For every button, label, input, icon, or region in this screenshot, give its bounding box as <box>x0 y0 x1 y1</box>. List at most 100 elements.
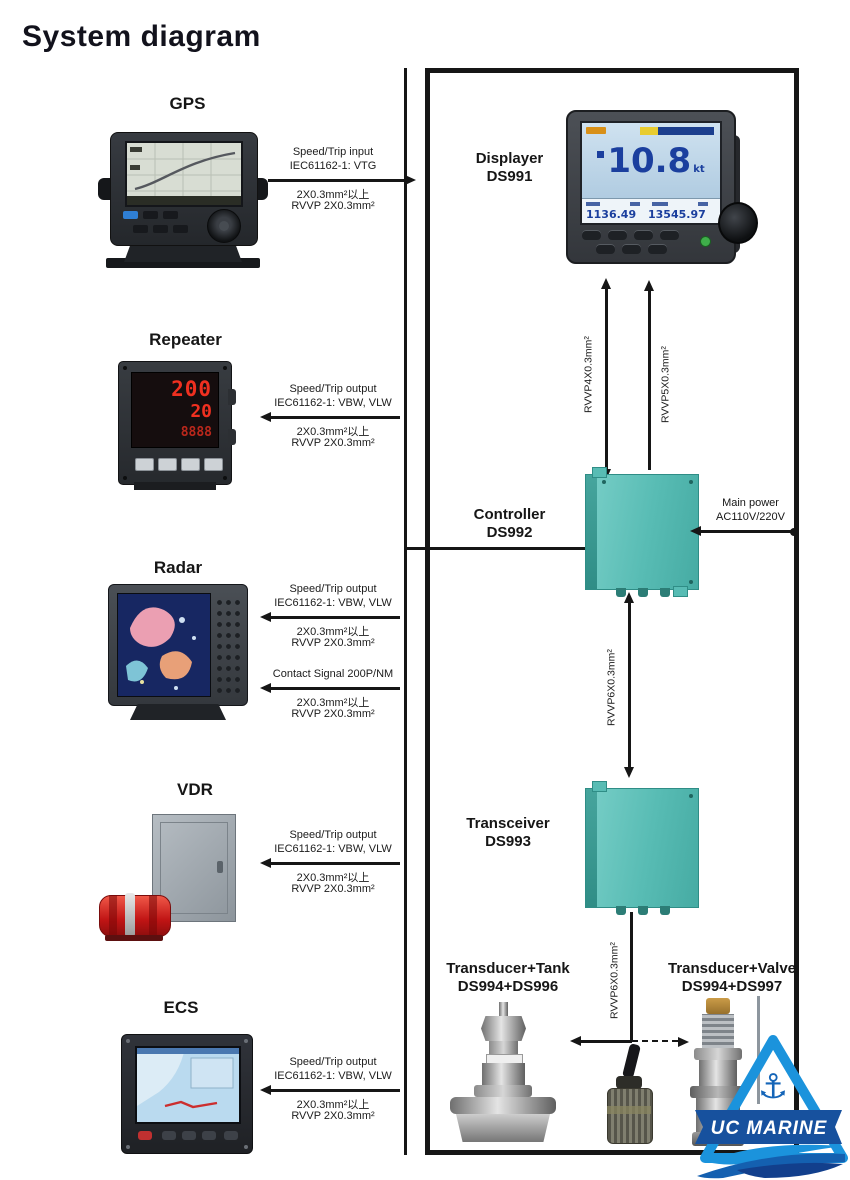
ecs-button <box>162 1131 176 1140</box>
radar-speed-connection: Speed/Trip output IEC61162-1: VBW, VLW 2… <box>260 583 404 653</box>
connection-spec: 2X0.3mm²以上 <box>296 426 370 438</box>
connection-spec: RVVP 2X0.3mm² <box>291 437 375 449</box>
gps-button <box>133 225 148 233</box>
cable-rvvp6-label: RVVP6X0.3mm² <box>605 649 618 726</box>
repeater-button <box>204 458 223 471</box>
connection-spec: 2X0.3mm²以上 <box>296 1099 370 1111</box>
repeater-led-display: 200 20 8888 <box>131 372 219 448</box>
connection-text: IEC61162-1: VBW, VLW <box>274 397 392 409</box>
speed-value: 10.8 <box>607 141 692 181</box>
radar-speed-arrow <box>260 611 400 622</box>
signal-bus-line <box>404 68 407 1155</box>
main-power-line <box>690 525 794 536</box>
cable-rvvp6-lower-label: RVVP6X0.3mm² <box>608 942 621 1020</box>
displayer-label: Displayer DS991 <box>475 150 544 185</box>
transducer-valve-label: Transducer+Valve DS994+DS997 <box>668 960 796 995</box>
ecs-arrow <box>260 1084 400 1095</box>
displayer-odometer-strip: 1136.49 13545.97 <box>582 198 720 223</box>
gps-button <box>173 225 188 233</box>
logo-hull <box>737 1162 843 1178</box>
logo-text: UC MARINE <box>711 1118 828 1139</box>
radar-contact-arrow <box>260 682 400 693</box>
gps-dpad <box>207 209 241 243</box>
ecs-connection: Speed/Trip output IEC61162-1: VBW, VLW 2… <box>260 1056 404 1126</box>
displayer-bar-navy <box>658 127 714 135</box>
vdr-arrow <box>260 857 400 868</box>
gps-track-plot <box>127 143 241 205</box>
main-power-label: Main power AC110V/220V <box>716 497 785 523</box>
displayer-button <box>596 244 615 254</box>
connection-text: Contact Signal 200P/NM <box>272 668 394 680</box>
transducer-tank-label: Transducer+Tank DS994+DS996 <box>446 960 570 995</box>
system-boundary-box <box>425 68 799 1155</box>
arrowhead-right-icon <box>405 174 416 185</box>
gps-screen <box>125 141 243 207</box>
ecs-label: ECS <box>163 998 199 1017</box>
displayer-knob <box>718 202 758 244</box>
displayer-button <box>660 230 679 240</box>
repeater-connection: Speed/Trip output IEC61162-1: VBW, VLW 2… <box>260 383 404 453</box>
connection-spec: RVVP 2X0.3mm² <box>291 883 375 895</box>
arrowhead-up-icon <box>623 592 634 603</box>
repeater-foot <box>134 482 216 490</box>
radar-bracket <box>130 704 226 720</box>
connection-text: IEC61162-1: VBW, VLW <box>274 597 392 609</box>
ecs-button <box>138 1131 152 1140</box>
cable-rvvp5-arrow <box>643 280 654 470</box>
displayer-button <box>648 244 667 254</box>
vdr-connection: Speed/Trip output IEC61162-1: VBW, VLW 2… <box>260 829 404 899</box>
connection-text: IEC61162-1: VBW, VLW <box>274 1070 392 1082</box>
ecs-device-image <box>121 1034 253 1154</box>
connection-spec: RVVP 2X0.3mm² <box>291 200 375 212</box>
valve-rod <box>757 996 760 1104</box>
arrowhead-left-icon <box>260 411 271 422</box>
vdr-door <box>160 822 228 914</box>
repeater-label: Repeater <box>149 330 222 349</box>
repeater-value-3: 8888 <box>180 425 212 440</box>
controller-device-image <box>585 467 699 597</box>
speed-unit: kt <box>693 164 705 175</box>
vdr-capsule <box>95 893 173 941</box>
anchor-icon: ⚓ <box>758 1067 788 1107</box>
cable-rvvp6-lower-line <box>630 912 633 1042</box>
transceiver-label: Transceiver DS993 <box>466 815 550 850</box>
radar-device-image <box>108 584 248 726</box>
ecs-button <box>224 1131 238 1140</box>
cable-rvvp6-arrow <box>623 592 634 778</box>
bus-to-controller-line <box>406 547 586 550</box>
arrowhead-right-icon <box>678 1037 689 1047</box>
uc-marine-logo: ⚓ UC MARINE <box>693 1032 850 1180</box>
cable-gland <box>638 906 648 915</box>
transceiver-device-image <box>585 781 699 915</box>
gps-button <box>123 211 138 219</box>
gps-bracket-base <box>106 258 260 268</box>
cable-gland <box>660 588 670 597</box>
page-title: System diagram <box>22 20 261 53</box>
cable-gland <box>616 588 626 597</box>
connection-text: Speed/Trip input <box>292 146 374 158</box>
vdr-label: VDR <box>177 780 213 799</box>
repeater-speed-value: 200 <box>171 377 212 401</box>
cable-gland <box>616 906 626 915</box>
cable-rvvp5-label: RVVP5X0.3mm² <box>659 346 672 424</box>
probe-cable <box>622 1043 641 1079</box>
arrowhead-left-icon <box>690 525 701 536</box>
repeater-arrow <box>260 411 400 422</box>
ecs-button <box>182 1131 196 1140</box>
displayer-button <box>582 230 601 240</box>
gps-button <box>163 211 178 219</box>
controller-label: Controller DS992 <box>473 506 546 541</box>
connection-text: Speed/Trip output <box>289 1056 377 1068</box>
connection-spec: 2X0.3mm²以上 <box>296 626 370 638</box>
connection-spec: 2X0.3mm²以上 <box>296 872 370 884</box>
connection-spec: 2X0.3mm²以上 <box>296 697 370 709</box>
connection-spec: RVVP 2X0.3mm² <box>291 708 375 720</box>
displayer-power-led <box>700 236 711 247</box>
transducer-right-dashed-line <box>632 1040 678 1042</box>
gps-body <box>110 132 258 246</box>
radar-keypad <box>213 595 241 693</box>
displayer-mode-text <box>586 127 606 134</box>
